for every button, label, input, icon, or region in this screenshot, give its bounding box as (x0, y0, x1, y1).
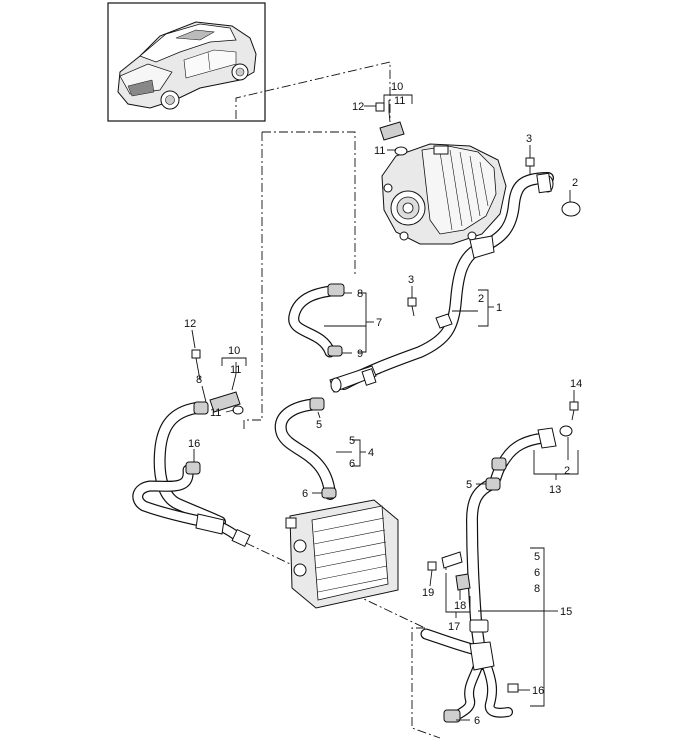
callout-4: 4 (368, 447, 374, 459)
callout-3-top: 3 (526, 133, 532, 145)
callout-7: 7 (376, 317, 382, 329)
callout-16-left: 16 (188, 438, 200, 450)
callout-5-right: 5 (466, 479, 472, 491)
callout-11-left-a: 11 (230, 364, 241, 376)
callout-19: 19 (422, 587, 434, 599)
callout-8-left: 8 (196, 374, 202, 386)
suv-icon (117, 21, 257, 110)
callout-11-top-a: 11 (394, 95, 405, 107)
fittings (185, 102, 581, 723)
callout-3-middle: 3 (408, 274, 414, 286)
callout-5-hose4: 5 (316, 419, 322, 431)
callout-2-middle: 2 (478, 293, 484, 305)
callout-14: 14 (570, 378, 582, 390)
callout-18: 18 (454, 600, 466, 612)
callout-13: 13 (549, 484, 561, 496)
callout-2-right: 2 (564, 465, 570, 477)
callout-11-top-b: 11 (374, 145, 385, 157)
callout-15: 15 (560, 606, 572, 618)
callout-5-bracket15: 5 (534, 551, 540, 563)
callout-6-bracket15: 6 (534, 567, 540, 579)
callout-10-left: 10 (228, 345, 240, 357)
alternator (381, 143, 507, 245)
callout-12-top: 12 (352, 101, 364, 113)
callout-16-right: 16 (532, 685, 544, 697)
vehicle-thumbnail (107, 2, 266, 122)
callout-6-bottom: 6 (474, 715, 480, 727)
callout-5-bracket4: 5 (349, 435, 355, 447)
callout-10-top: 10 (391, 81, 403, 93)
callout-11-left-b: 11 (210, 407, 221, 419)
oil-cooler (285, 499, 399, 609)
callout-2-top: 2 (572, 177, 578, 189)
callout-12-left: 12 (184, 318, 196, 330)
callout-6-bracket4: 6 (349, 458, 355, 470)
callout-1: 1 (496, 302, 502, 314)
callouts: 10 11 12 11 3 2 3 2 1 8 7 9 12 10 11 8 1… (184, 81, 582, 727)
callout-17: 17 (448, 621, 460, 633)
leader-lines (191, 94, 579, 721)
hoses (132, 172, 554, 721)
callout-8-top: 8 (357, 288, 363, 300)
callout-6-cooler: 6 (302, 488, 308, 500)
callout-8-bracket15: 8 (534, 583, 540, 595)
callout-9: 9 (357, 348, 363, 360)
